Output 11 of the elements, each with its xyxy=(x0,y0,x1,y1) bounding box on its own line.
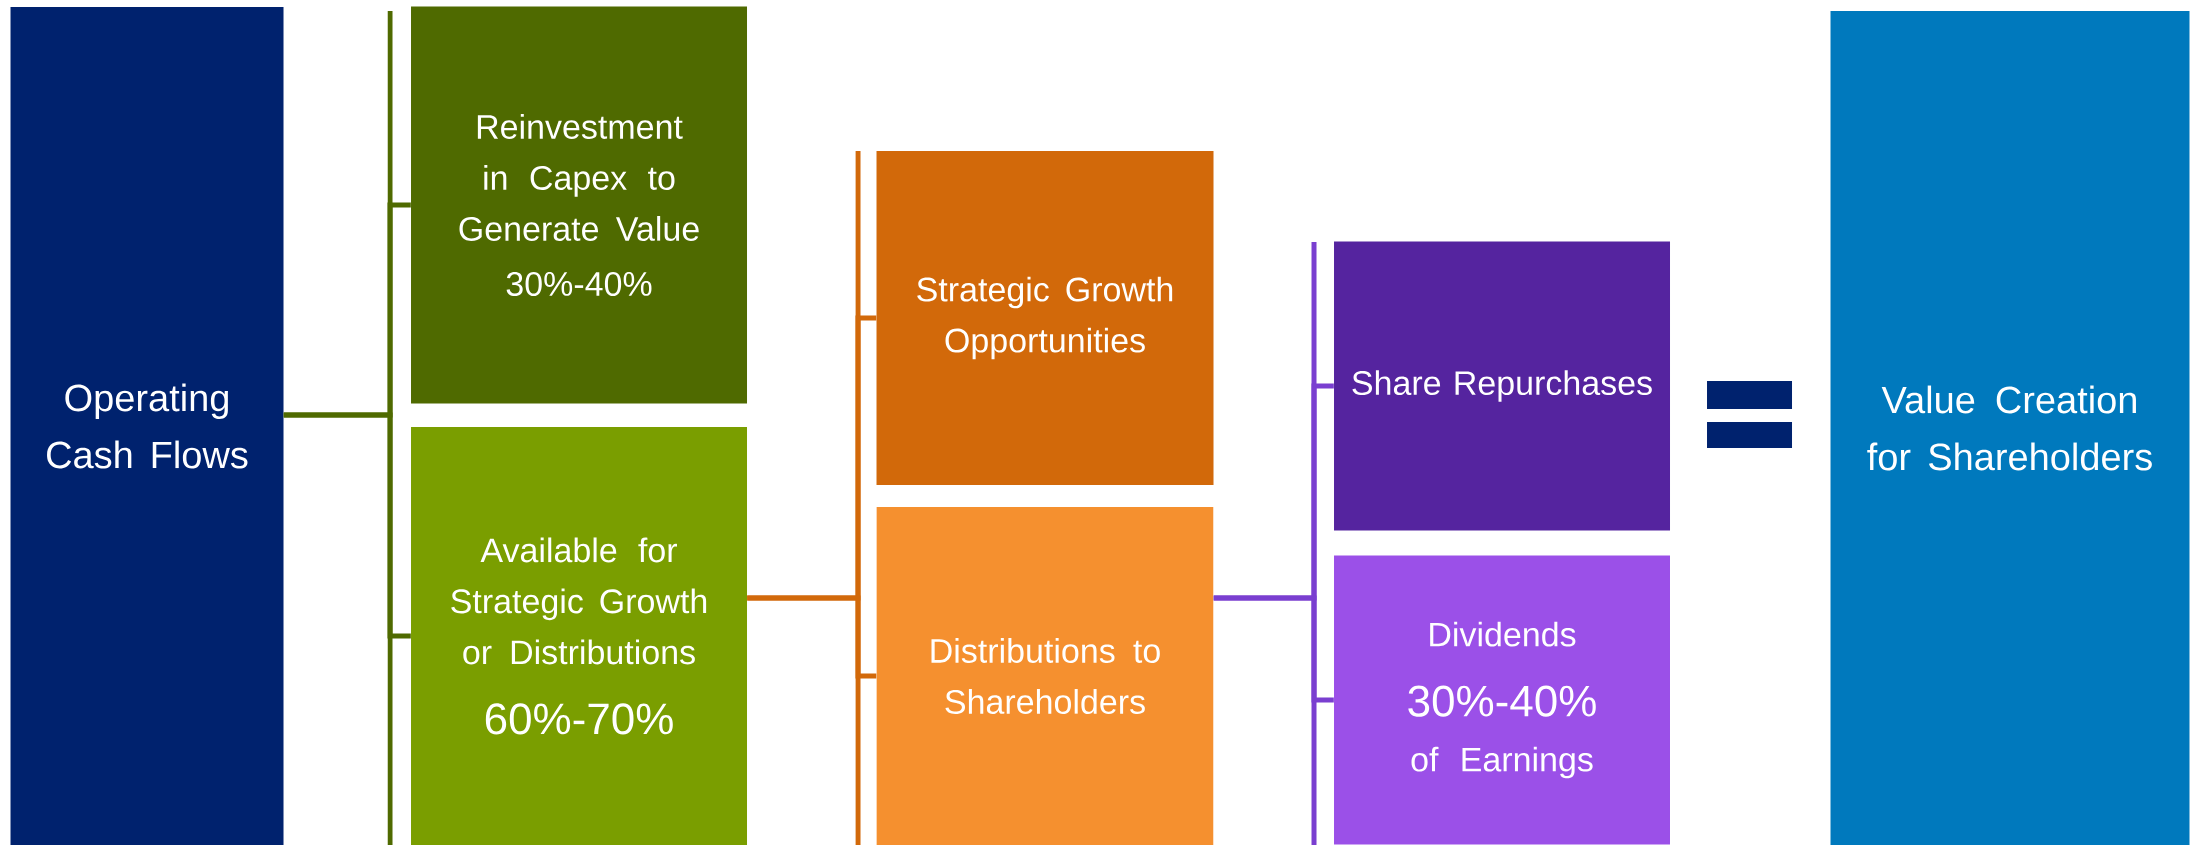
allocation-box: Strategic Growth Opportunities xyxy=(876,151,1214,485)
allocation-box: Available for Strategic Growth or Distributions 60%-70% xyxy=(411,427,747,845)
value-creation-box: Value Creation for Shareholders xyxy=(1830,11,2190,845)
allocation-box: Reinvestment in Capex to Generate Value 30%-40% xyxy=(411,6,747,404)
cash-flow-box: Operating Cash Flows xyxy=(10,7,284,845)
connector-line xyxy=(283,412,411,639)
allocation-box: Distributions to Shareholders xyxy=(876,507,1214,845)
connector-line xyxy=(747,595,877,679)
connector-line xyxy=(1213,595,1334,703)
allocation-box: Dividends 30%-40% of Earnings xyxy=(1334,555,1670,845)
allocation-box: Share Repurchases xyxy=(1334,241,1670,531)
